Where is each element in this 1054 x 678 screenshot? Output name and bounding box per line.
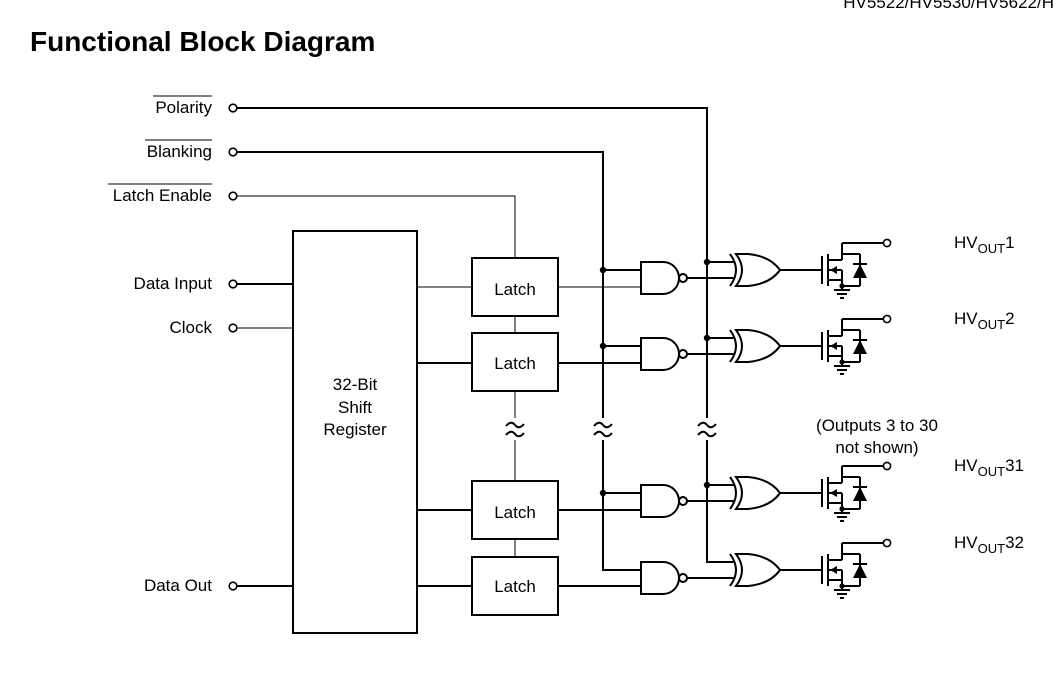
junction-dot	[599, 342, 607, 350]
hv-out-32-label: HVOUT32	[954, 533, 1024, 556]
clock-pin	[228, 323, 238, 333]
data-out-pin	[228, 581, 238, 591]
nand-gate-31	[640, 484, 688, 518]
output-stage-31	[779, 461, 892, 522]
latch-enable-label: Latch Enable	[113, 186, 212, 205]
output-stage-32	[779, 538, 892, 599]
clock-label: Clock	[169, 318, 212, 337]
latch-32-block	[471, 556, 559, 616]
page-title: Functional Block Diagram	[30, 26, 376, 57]
junction-dot	[599, 489, 607, 497]
latch-1-block	[471, 257, 559, 317]
shift-register-block	[292, 230, 418, 634]
header-part-numbers: HV5522/HV5530/HV5622/H	[843, 0, 1054, 12]
junction-dot	[703, 258, 711, 266]
latch-31-label: Latch	[494, 503, 536, 522]
shift-register-label-line2: Shift	[338, 398, 372, 417]
latch-enable-wire	[237, 195, 516, 258]
outputs-note-line1: (Outputs 3 to 30	[816, 416, 938, 435]
junction-dot	[703, 334, 711, 342]
junction-dot	[599, 266, 607, 274]
nand-gate-2	[640, 337, 688, 371]
xor-gate-32	[729, 553, 781, 587]
latch-2-block	[471, 332, 559, 392]
data-input-label: Data Input	[134, 274, 213, 293]
hv-out-2-label: HVOUT2	[954, 309, 1015, 332]
nand-gate-32	[640, 561, 688, 595]
xor-gate-2	[729, 329, 781, 363]
break-mark	[505, 421, 525, 438]
polarity-pin	[228, 103, 238, 113]
outputs-note-line2: not shown)	[835, 438, 918, 457]
xor-gate-1	[729, 253, 781, 287]
latch-32-label: Latch	[494, 577, 536, 596]
shift-register-label-line3: Register	[323, 420, 387, 439]
blanking-pin	[228, 147, 238, 157]
nand-gate-1	[640, 261, 688, 295]
latch-enable-pin	[228, 191, 238, 201]
latch-1-label: Latch	[494, 280, 536, 299]
output-stage-2	[779, 314, 892, 375]
blanking-wire	[237, 151, 641, 571]
xor-gate-31	[729, 476, 781, 510]
data-out-label: Data Out	[144, 576, 212, 595]
blanking-label: Blanking	[147, 142, 212, 161]
junction-dot	[703, 481, 711, 489]
output-stage-1	[779, 238, 892, 299]
hv-out-1-label: HVOUT1	[954, 233, 1015, 256]
latch-31-block	[471, 480, 559, 540]
hv-out-31-label: HVOUT31	[954, 456, 1024, 479]
polarity-label: Polarity	[155, 98, 212, 117]
data-input-pin	[228, 279, 238, 289]
shift-register-label-line1: 32-Bit	[333, 375, 378, 394]
latch-2-label: Latch	[494, 354, 536, 373]
